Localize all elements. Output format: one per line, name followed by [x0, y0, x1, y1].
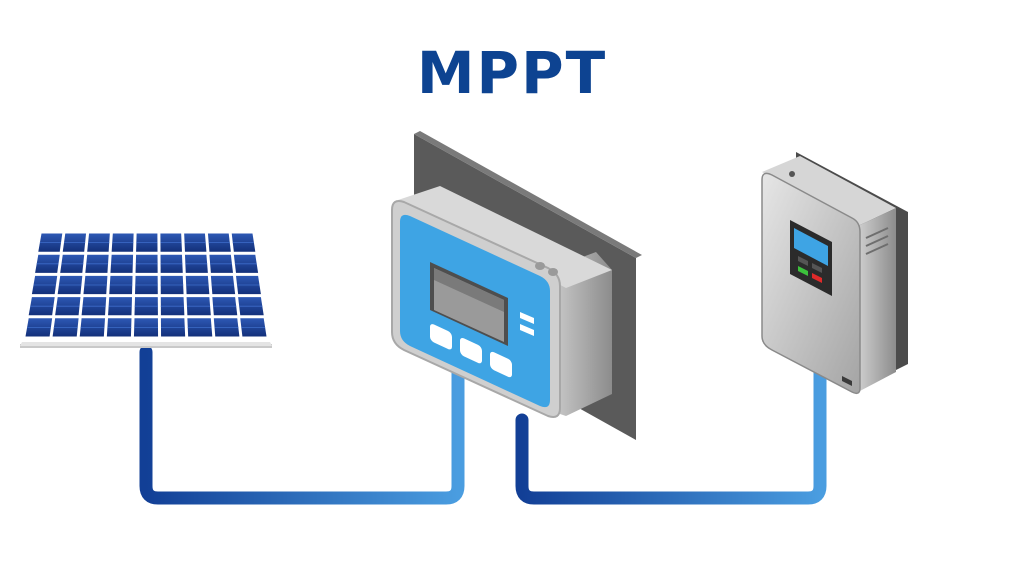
- solar-panel-icon: [20, 233, 272, 348]
- mppt-controller-icon: [391, 131, 642, 440]
- diagram-title: MPPT: [416, 39, 608, 107]
- inverter-icon: [761, 152, 908, 395]
- cable-controller-to-inverter: [515, 365, 827, 505]
- cable-panel-to-controller: [139, 345, 465, 505]
